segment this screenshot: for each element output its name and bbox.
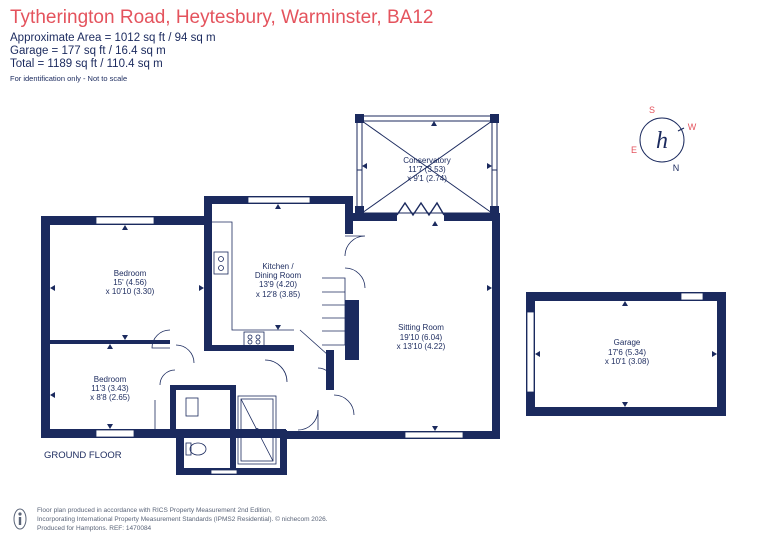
wall-bedroom-divider: [50, 340, 170, 344]
wall-sitting-top-left: [345, 213, 397, 221]
wall-left: [41, 216, 50, 438]
bedroom2-dim1: 11'3 (3.43): [91, 384, 129, 393]
bedroom1-dim1: 15' (4.56): [113, 278, 147, 287]
wall-sitting-right: [492, 213, 500, 439]
garage-dim1: 17'6 (5.34): [608, 348, 646, 357]
wall-bottom-left: [41, 429, 286, 438]
sitting-room-dim2: x 13'10 (4.22): [397, 342, 446, 351]
conservatory-posts: [355, 114, 499, 215]
floor-label: GROUND FLOOR: [44, 450, 122, 461]
wall-bath-lower-left: [176, 430, 184, 472]
sitting-room-name: Sitting Room: [398, 323, 444, 332]
scale-disclaimer: For identification only - Not to scale: [10, 74, 128, 83]
compass-logo-letter: h: [656, 128, 668, 154]
kitchen-name-2: Dining Room: [255, 271, 302, 280]
bedroom2-name: Bedroom: [94, 375, 127, 384]
compass-logo: h S W N E: [631, 105, 697, 173]
compass-east: E: [631, 145, 637, 155]
window-kitchen: [247, 196, 311, 204]
conservatory-dim2: x 9'1 (2.74): [407, 174, 447, 183]
garage-name: Garage: [614, 338, 641, 347]
walls: [41, 196, 726, 475]
garage-area: Garage = 177 sq ft / 16.4 sq m: [10, 45, 166, 57]
bedroom1-name: Bedroom: [114, 269, 147, 278]
wall-sitting-bottom: [286, 431, 500, 439]
compass-north: N: [673, 163, 680, 173]
person-icon: [13, 508, 27, 530]
wall-sitting-inner: [326, 350, 334, 390]
wall-garage-bottom: [526, 407, 726, 416]
window-sitting: [404, 431, 464, 439]
wall-bath-divider: [230, 390, 236, 468]
footer-line-3: Produced for Hamptons. REF: 1470084: [37, 525, 152, 532]
windows: [95, 196, 704, 475]
wall-bath-right: [280, 430, 287, 475]
wall-kitchen-bottom: [204, 345, 294, 351]
wall-sitting-top-right: [444, 213, 500, 221]
wall-bath-top: [176, 385, 236, 390]
wall-bath-left: [170, 385, 176, 435]
garage-dim2: x 10'1 (3.08): [605, 357, 650, 366]
compass-west-m: W: [688, 122, 697, 132]
window-bedroom1: [95, 216, 155, 225]
doors: [151, 235, 366, 431]
property-address-title: Tytherington Road, Heytesbury, Warminste…: [10, 7, 434, 28]
footer-line-2: Incorporating International Property Mea…: [37, 516, 328, 523]
wall-garage-top: [526, 292, 726, 301]
window-bathroom: [210, 469, 238, 475]
conservatory-dim1: 11'7 (3.53): [408, 165, 446, 174]
kitchen-name-1: Kitchen /: [262, 262, 294, 271]
garage-door: [526, 311, 535, 393]
bifold-doors: [396, 201, 445, 217]
compass-south: S: [649, 105, 655, 115]
window-garage: [680, 292, 704, 301]
sitting-room-dim1: 19'10 (6.04): [400, 333, 443, 342]
staircase: [299, 277, 346, 356]
kitchen-dim2: x 12'8 (3.85): [256, 290, 301, 299]
footer-line-1: Floor plan produced in accordance with R…: [37, 507, 272, 514]
approximate-area: Approximate Area = 1012 sq ft / 94 sq m: [10, 32, 216, 44]
kitchen-dim1: 13'9 (4.20): [259, 280, 297, 289]
kitchen-fittings: [212, 221, 294, 347]
conservatory-name: Conservatory: [403, 156, 451, 165]
bedroom1-dim2: x 10'10 (3.30): [106, 287, 155, 296]
bedroom2-dim2: x 8'8 (2.65): [90, 393, 130, 402]
wall-garage-right: [717, 292, 726, 416]
dimension-markers: [50, 121, 717, 431]
chimney-breast: [345, 300, 359, 360]
bathroom-fittings: [185, 395, 277, 465]
total-area: Total = 1189 sq ft / 110.4 sq m: [10, 58, 163, 70]
wall-kitchen-left: [204, 196, 212, 350]
window-bedroom2: [95, 429, 135, 438]
conservatory-frame: [356, 115, 498, 214]
